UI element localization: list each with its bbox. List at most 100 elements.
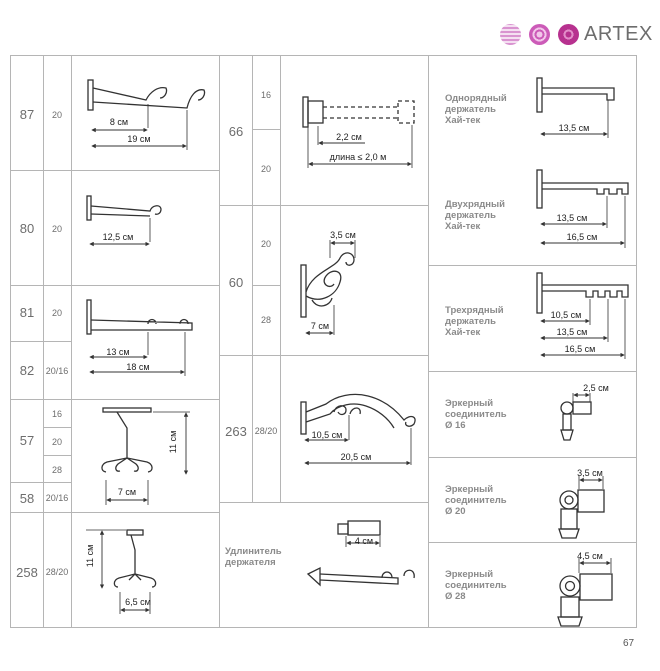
hitech-2-row-drawing xyxy=(536,169,629,248)
dim-label: 20,5 см xyxy=(341,452,372,462)
dim-label: 8 см xyxy=(110,117,128,127)
product-code: 60 xyxy=(228,275,244,290)
logo-circle-2-icon xyxy=(529,24,550,45)
bracket-66-drawing xyxy=(302,96,415,168)
row-divider xyxy=(428,542,636,543)
product-label: Трехрядный держатель Хай-тек xyxy=(445,305,504,338)
diameter: 28 xyxy=(51,465,62,475)
hitech-1-row-drawing xyxy=(536,77,615,138)
row-divider xyxy=(428,371,636,372)
row-divider xyxy=(43,455,71,456)
table-border-bottom xyxy=(10,627,637,628)
row-divider xyxy=(10,399,219,400)
row-divider xyxy=(10,482,71,483)
row-divider xyxy=(219,355,428,356)
dim-label: 3,5 см xyxy=(577,468,603,478)
product-label: Эркерный соединитель Ø 20 xyxy=(445,484,507,517)
dim-label: 13 см xyxy=(106,347,129,357)
row-divider xyxy=(219,205,428,206)
cell-divider xyxy=(280,55,281,502)
dim-label: 16,5 см xyxy=(567,232,598,242)
diameter: 28 xyxy=(260,315,271,325)
row-divider xyxy=(219,502,428,503)
row-divider xyxy=(43,427,71,428)
dim-label: длина ≤ 2,0 м xyxy=(330,152,387,162)
dim-label: 2,5 см xyxy=(583,383,609,393)
logo-circle-1-icon xyxy=(500,24,521,45)
dim-label: 4,5 см xyxy=(577,551,603,561)
table-border-top xyxy=(10,55,637,56)
diameter: 16 xyxy=(51,409,62,419)
diameter: 20 xyxy=(51,308,62,318)
dim-label: 11 см xyxy=(168,431,178,454)
row-divider xyxy=(428,265,636,266)
cell-divider xyxy=(71,55,72,627)
dim-label: 7 см xyxy=(311,321,329,331)
product-code: 81 xyxy=(19,305,35,320)
dim-label: 13,5 см xyxy=(557,327,588,337)
dim-label: 4 см xyxy=(355,536,373,546)
row-divider xyxy=(10,285,219,286)
column-divider xyxy=(428,55,429,627)
bracket-60-drawing xyxy=(300,240,356,336)
dim-label: 12,5 см xyxy=(103,232,134,242)
row-divider xyxy=(10,341,71,342)
bracket-80-drawing xyxy=(86,195,162,247)
diameter: 20/16 xyxy=(45,366,69,376)
product-code: 87 xyxy=(19,107,35,122)
row-divider xyxy=(10,170,219,171)
bracket-87-drawing xyxy=(87,79,206,150)
dim-label: 2,2 см xyxy=(336,132,362,142)
product-code: 57 xyxy=(19,433,35,448)
page-number: 67 xyxy=(623,638,635,649)
ceiling-bracket-258-drawing xyxy=(86,529,157,614)
bay-connector-20-drawing xyxy=(558,476,605,539)
product-label: Однорядный держатель Хай-тек xyxy=(445,93,507,126)
dim-label: 6,5 см xyxy=(125,597,151,607)
row-divider xyxy=(252,129,280,130)
product-code: 58 xyxy=(19,491,35,506)
product-label: Эркерный соединитель Ø 28 xyxy=(445,569,507,602)
dim-label: 11 см xyxy=(85,545,95,568)
product-code: 66 xyxy=(228,124,244,139)
diameter: 20 xyxy=(51,110,62,120)
dim-label: 10,5 см xyxy=(312,430,343,440)
product-code: 80 xyxy=(19,221,35,236)
bay-connector-28-drawing xyxy=(557,558,613,627)
dim-label: 3,5 см xyxy=(330,230,356,240)
product-label: Эркерный соединитель Ø 16 xyxy=(445,398,507,431)
diameter: 20 xyxy=(51,437,62,447)
dim-label: 13,5 см xyxy=(557,213,588,223)
product-label: Двухрядный держатель Хай-тек xyxy=(445,199,505,232)
row-divider xyxy=(10,512,219,513)
diameter: 20 xyxy=(260,164,271,174)
extender-drawing xyxy=(306,520,415,587)
table-border-right xyxy=(636,55,637,627)
diameter: 16 xyxy=(260,90,271,100)
cell-divider xyxy=(252,55,253,502)
logo-circle-3-icon xyxy=(558,24,579,45)
dim-label: 7 см xyxy=(118,487,136,497)
brand-name: ARTEX xyxy=(584,23,653,45)
bracket-263-drawing xyxy=(300,393,416,466)
product-code: 258 xyxy=(16,565,38,580)
hitech-3-row-drawing xyxy=(536,272,629,359)
row-divider xyxy=(252,285,280,286)
dim-label: 19 см xyxy=(127,134,150,144)
diameter: 20 xyxy=(51,224,62,234)
bay-connector-16-drawing xyxy=(560,392,592,441)
dim-label: 16,5 см xyxy=(565,344,596,354)
dim-label: 13,5 см xyxy=(559,123,590,133)
row-divider xyxy=(428,457,636,458)
extender-label: Удлинитель держателя xyxy=(225,546,282,568)
product-code: 82 xyxy=(19,363,35,378)
diameter: 20/16 xyxy=(45,493,69,503)
dim-label: 10,5 см xyxy=(551,310,582,320)
bracket-81-drawing xyxy=(86,299,193,376)
column-divider xyxy=(219,55,220,627)
diameter: 28/20 xyxy=(254,426,278,436)
diameter: 20 xyxy=(260,239,271,249)
dim-label: 18 см xyxy=(126,362,149,372)
product-code: 263 xyxy=(225,424,247,439)
